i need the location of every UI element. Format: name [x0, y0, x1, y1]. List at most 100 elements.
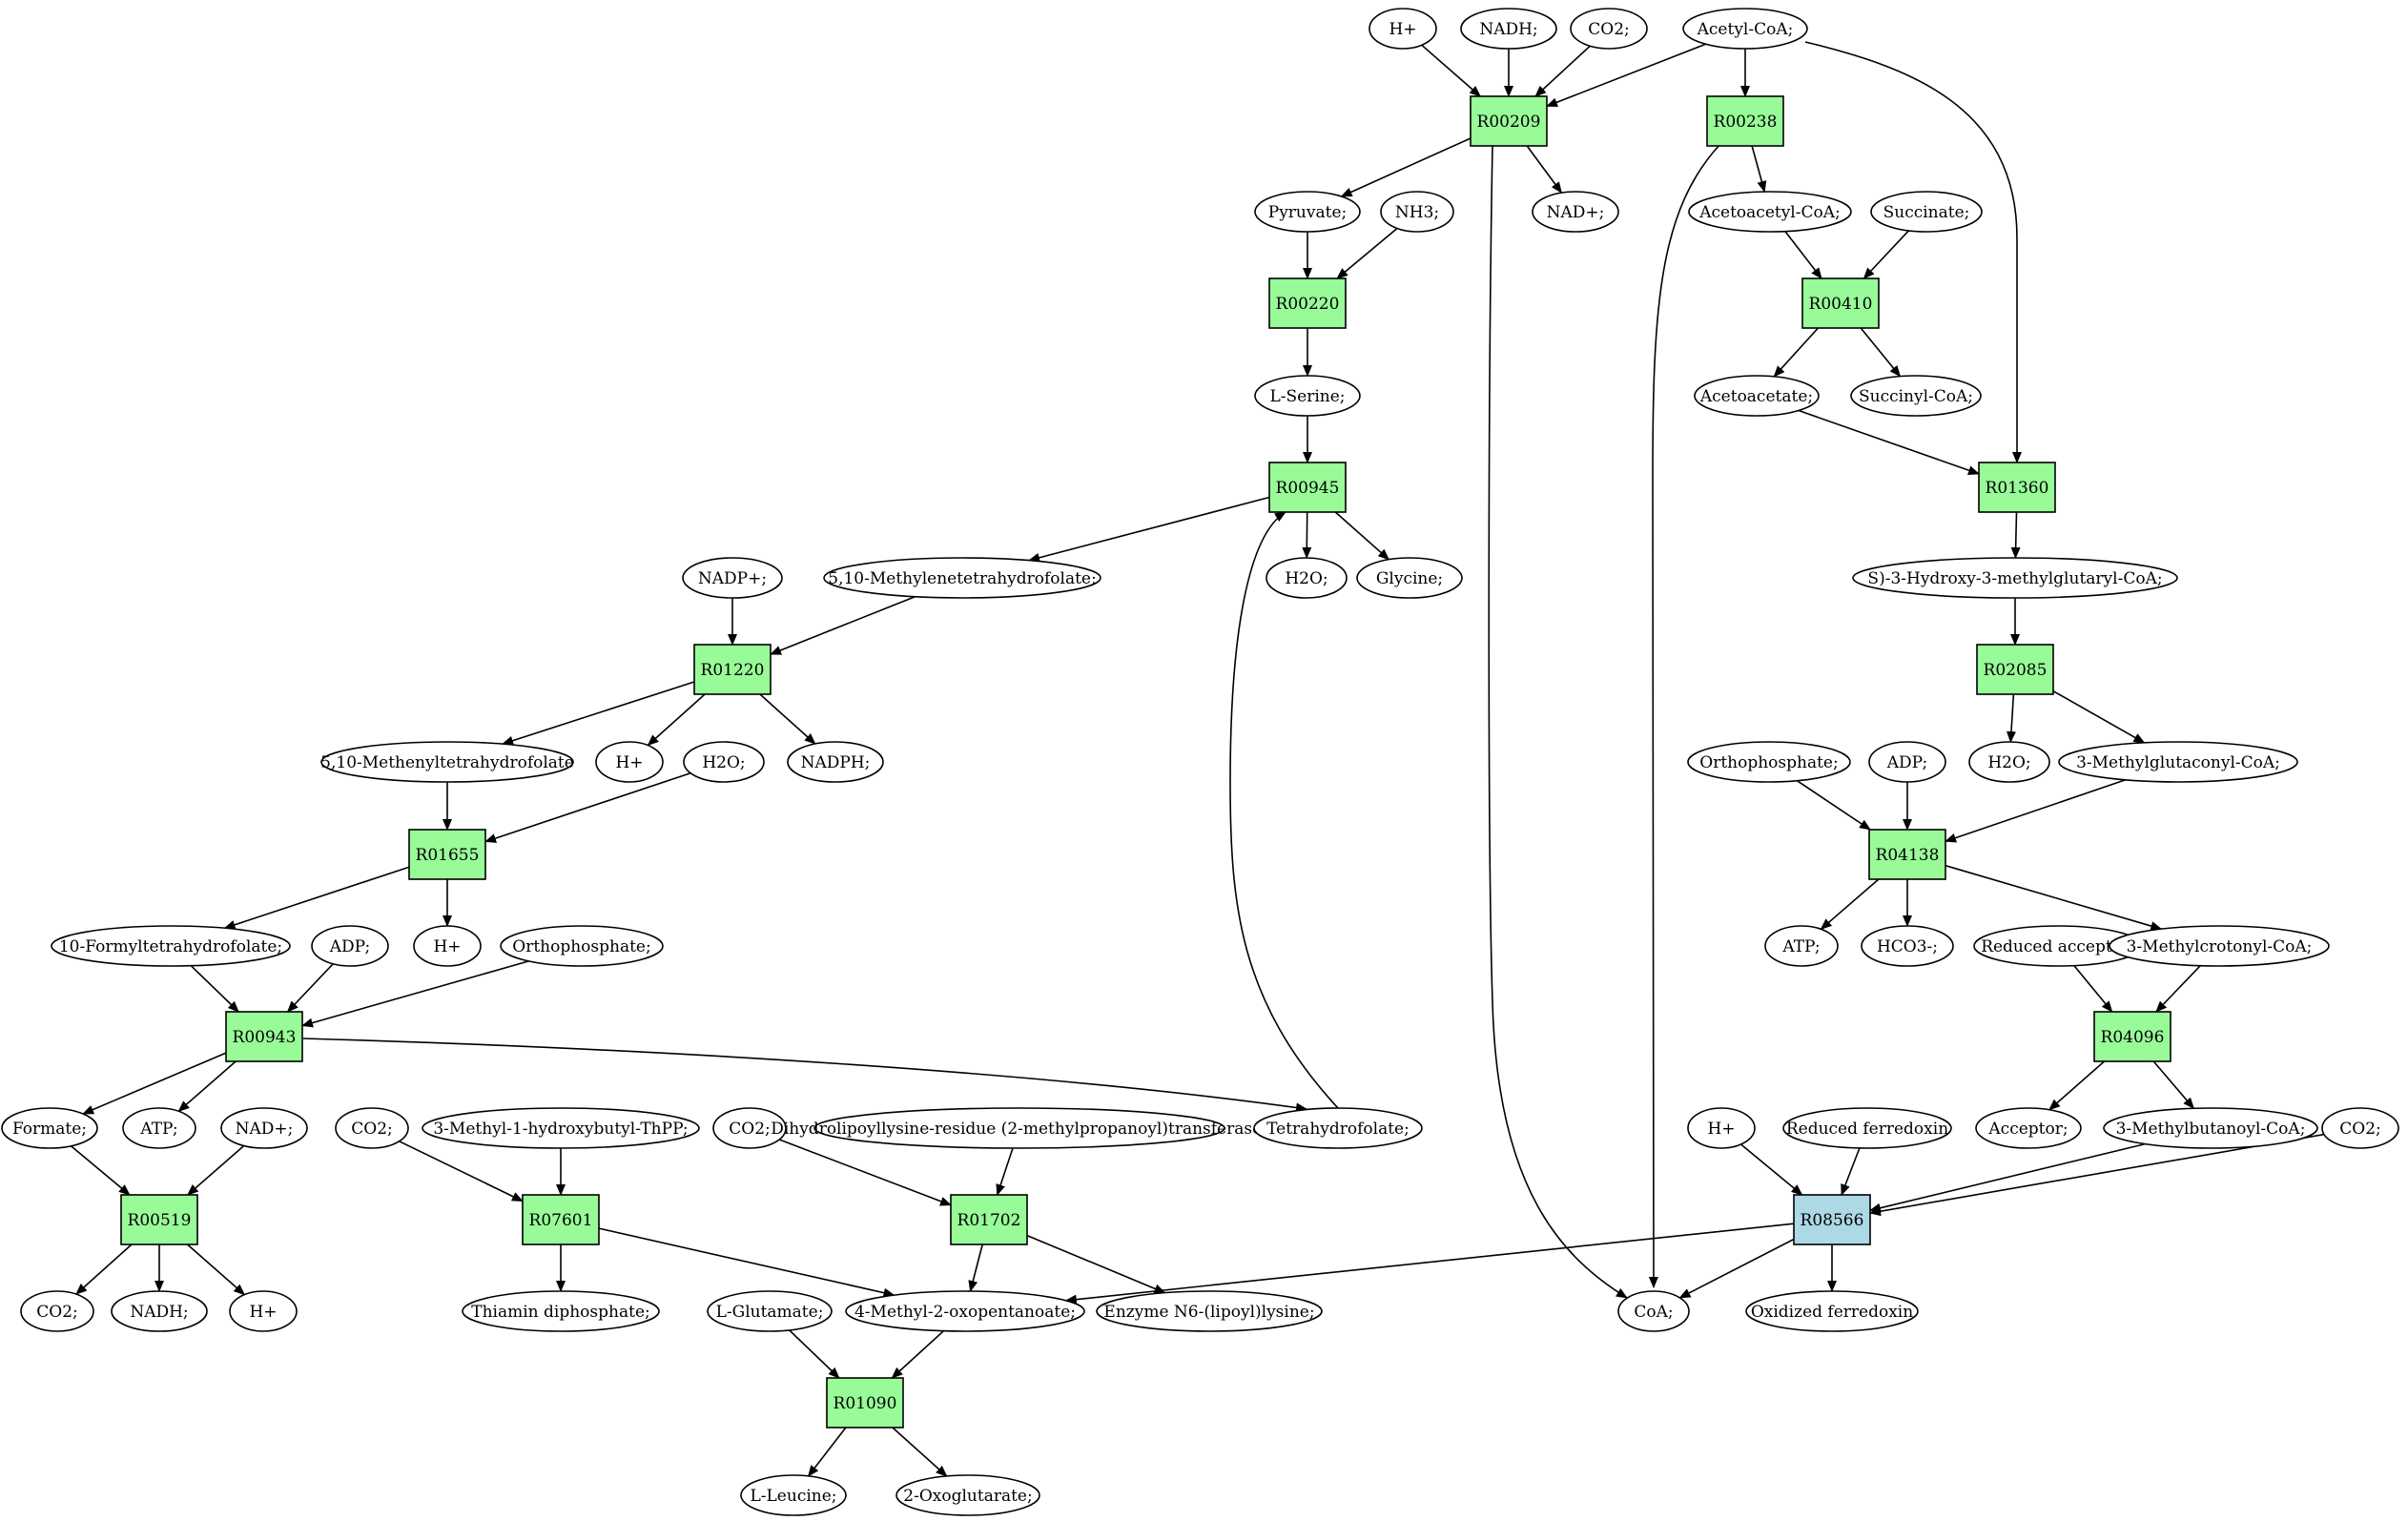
- edge-r-R00943-to-m-thf: [302, 1038, 1307, 1113]
- metabolite-node-methylenethf[interactable]: 5,10-Methylenetetrahydrofolate;: [823, 557, 1101, 599]
- edge-m-methylbutanoylcoa-to-r-R08566: [1869, 1142, 2146, 1213]
- metabolite-node-nadph[interactable]: NADPH;: [787, 741, 884, 783]
- edge-m-acetylcoa-to-r-R01360: [1804, 41, 2022, 463]
- edge-r-R00209-to-m-pyruvate: [1340, 137, 1472, 197]
- metabolite-node-co2-2[interactable]: CO2;: [335, 1107, 409, 1149]
- metabolite-node-methenylthf[interactable]: 5,10-Methenyltetrahydrofolate: [320, 741, 574, 783]
- metabolite-node-nadh-2[interactable]: NADH;: [111, 1290, 208, 1332]
- metabolite-node-atp-2[interactable]: ATP;: [122, 1107, 196, 1149]
- metabolite-ellipse: [1688, 191, 1852, 233]
- reaction-node-r00220[interactable]: R00220: [1268, 277, 1347, 329]
- node-label: Succinate;: [1883, 203, 1970, 222]
- reaction-box: [1470, 95, 1548, 147]
- metabolite-node-co2-5[interactable]: CO2;: [20, 1290, 94, 1332]
- metabolite-node-methylcrotonylcoa[interactable]: 3-Methylcrotonyl-CoA;: [2109, 925, 2330, 967]
- metabolite-node-adp-2[interactable]: ADP;: [311, 925, 389, 967]
- metabolite-ellipse: [787, 741, 884, 783]
- reaction-node-r00410[interactable]: R00410: [1801, 277, 1880, 329]
- reaction-node-r02085[interactable]: R02085: [1976, 644, 2054, 695]
- metabolite-node-co2-4[interactable]: CO2;: [2321, 1107, 2399, 1149]
- metabolite-node-nh3[interactable]: NH3;: [1380, 191, 1454, 233]
- node-label: R00945: [1276, 479, 1340, 498]
- reaction-node-r00945[interactable]: R00945: [1268, 462, 1347, 513]
- metabolite-node-hplus-3[interactable]: H+: [413, 925, 482, 967]
- metabolite-node-co2-3[interactable]: CO2;: [712, 1107, 787, 1149]
- reaction-node-r01220[interactable]: R01220: [693, 644, 772, 695]
- reaction-node-r04096[interactable]: R04096: [2093, 1011, 2171, 1062]
- metabolite-ellipse: [682, 557, 783, 599]
- metabolite-node-hplus-4[interactable]: H+: [1687, 1107, 1756, 1149]
- metabolite-node-hplus-1[interactable]: H+: [1369, 8, 1437, 50]
- metabolite-ellipse: [1694, 375, 1820, 417]
- metabolite-node-formylthf[interactable]: 10-Formyltetrahydrofolate;: [51, 925, 291, 967]
- reaction-node-r00943[interactable]: R00943: [225, 1011, 303, 1062]
- metabolite-node-methylglutaconylcoa[interactable]: 3-Methylglutaconyl-CoA;: [2058, 741, 2298, 783]
- node-label: CO2;: [351, 1120, 393, 1139]
- node-label: H+: [249, 1303, 277, 1322]
- metabolite-node-oxidizedferredoxin[interactable]: Oxidized ferredoxin: [1745, 1290, 1919, 1332]
- metabolite-node-orthophosphate-2[interactable]: Orthophosphate;: [500, 925, 664, 967]
- metabolite-node-hplus-5[interactable]: H+: [229, 1290, 298, 1332]
- edge-r-R00209-to-m-coa: [1488, 145, 1628, 1299]
- metabolite-node-h2o-3[interactable]: H2O;: [1968, 741, 2050, 783]
- metabolite-node-succinate[interactable]: Succinate;: [1870, 191, 1983, 233]
- metabolite-node-lglutamate[interactable]: L-Glutamate;: [707, 1290, 833, 1332]
- metabolite-node-methylbutanoylcoa[interactable]: 3-Methylbutanoyl-CoA;: [2103, 1107, 2318, 1149]
- metabolite-node-lserine[interactable]: L-Serine;: [1254, 375, 1361, 417]
- metabolite-node-thf[interactable]: Tetrahydrofolate;: [1253, 1107, 1423, 1149]
- metabolite-node-nadh-1[interactable]: NADH;: [1460, 8, 1557, 50]
- metabolite-ellipse: [823, 557, 1101, 599]
- metabolite-node-reducedferredoxin[interactable]: Reduced ferredoxin: [1782, 1107, 1952, 1149]
- metabolite-node-coa[interactable]: CoA;: [1617, 1290, 1690, 1332]
- metabolite-node-orthophosphate-1[interactable]: Orthophosphate;: [1687, 741, 1851, 783]
- metabolite-node-thiamindp[interactable]: Thiamin diphosphate;: [462, 1290, 660, 1332]
- metabolite-node-lleucine[interactable]: L-Leucine;: [740, 1474, 847, 1516]
- metabolite-node-atp-1[interactable]: ATP;: [1764, 925, 1839, 967]
- metabolite-node-co2-1[interactable]: CO2;: [1570, 8, 1648, 50]
- reaction-node-r01655[interactable]: R01655: [408, 829, 486, 880]
- node-label: NAD+;: [1547, 203, 1605, 222]
- node-label: 3-Methylglutaconyl-CoA;: [2076, 753, 2280, 772]
- metabolite-node-hco3[interactable]: HCO3-;: [1861, 925, 1954, 967]
- metabolite-node-nadplus-1[interactable]: NAD+;: [1532, 191, 1619, 233]
- metabolite-node-hplus-2[interactable]: H+: [595, 741, 664, 783]
- metabolite-ellipse: [1850, 375, 1982, 417]
- metabolite-node-nadplus-2[interactable]: NAD+;: [220, 1107, 308, 1149]
- metabolite-node-formate[interactable]: Formate;: [1, 1107, 98, 1149]
- metabolite-node-oxoglutarate[interactable]: 2-Oxoglutarate;: [895, 1474, 1040, 1516]
- node-label: S)-3-Hydroxy-3-methylglutaryl-CoA;: [1867, 569, 2162, 588]
- edge-r-R00209-to-m-nadplus-1: [1526, 145, 1563, 194]
- metabolite-node-acceptor[interactable]: Acceptor;: [1975, 1107, 2082, 1149]
- node-label: NADH;: [1479, 20, 1537, 39]
- metabolite-node-adp-1[interactable]: ADP;: [1868, 741, 1946, 783]
- metabolite-ellipse: [1380, 191, 1454, 233]
- metabolite-node-nadpplus[interactable]: NADP+;: [682, 557, 783, 599]
- reaction-node-r01090[interactable]: R01090: [826, 1377, 904, 1429]
- metabolite-node-acetoacetylcoa[interactable]: Acetoacetyl-CoA;: [1688, 191, 1852, 233]
- node-label: Acetoacetyl-CoA;: [1698, 203, 1841, 222]
- metabolite-node-acetoacetate[interactable]: Acetoacetate;: [1694, 375, 1820, 417]
- reaction-node-r01360[interactable]: R01360: [1978, 462, 2056, 513]
- metabolite-node-pyruvate[interactable]: Pyruvate;: [1254, 191, 1361, 233]
- node-label: R01090: [834, 1394, 897, 1413]
- metabolite-node-kic[interactable]: 4-Methyl-2-oxopentanoate;: [845, 1290, 1085, 1332]
- metabolite-node-succinylcoa[interactable]: Succinyl-CoA;: [1850, 375, 1982, 417]
- reaction-node-r04138[interactable]: R04138: [1868, 829, 1946, 880]
- metabolite-node-h2o-1[interactable]: H2O;: [1266, 557, 1348, 599]
- metabolite-ellipse: [2109, 925, 2330, 967]
- metabolite-ellipse: [1096, 1290, 1323, 1332]
- reaction-node-r07601[interactable]: R07601: [522, 1194, 600, 1245]
- reaction-node-r00238[interactable]: R00238: [1706, 95, 1784, 147]
- metabolite-node-acetylcoa[interactable]: Acetyl-CoA;: [1682, 8, 1808, 50]
- reaction-node-r08566[interactable]: R08566: [1793, 1194, 1871, 1245]
- edge-m-kic-to-r-R01090: [891, 1330, 944, 1379]
- metabolite-node-lipoyllysine[interactable]: Enzyme N6-(lipoyl)lysine;: [1096, 1290, 1323, 1332]
- metabolite-node-hydroxybutylthpp[interactable]: 3-Methyl-1-hydroxybutyl-ThPP;: [422, 1107, 700, 1149]
- reaction-node-r01702[interactable]: R01702: [950, 1194, 1028, 1245]
- metabolite-node-hmgcoa[interactable]: S)-3-Hydroxy-3-methylglutaryl-CoA;: [1852, 557, 2178, 599]
- reaction-node-r00519[interactable]: R00519: [120, 1194, 198, 1245]
- reaction-node-r00209[interactable]: R00209: [1470, 95, 1548, 147]
- metabolite-node-h2o-2[interactable]: H2O;: [683, 741, 765, 783]
- metabolite-node-glycine[interactable]: Glycine;: [1356, 557, 1463, 599]
- metabolite-node-dihydrolipoyllysine[interactable]: Dihydrolipoyllysine-residue (2-methylpro…: [771, 1107, 1268, 1149]
